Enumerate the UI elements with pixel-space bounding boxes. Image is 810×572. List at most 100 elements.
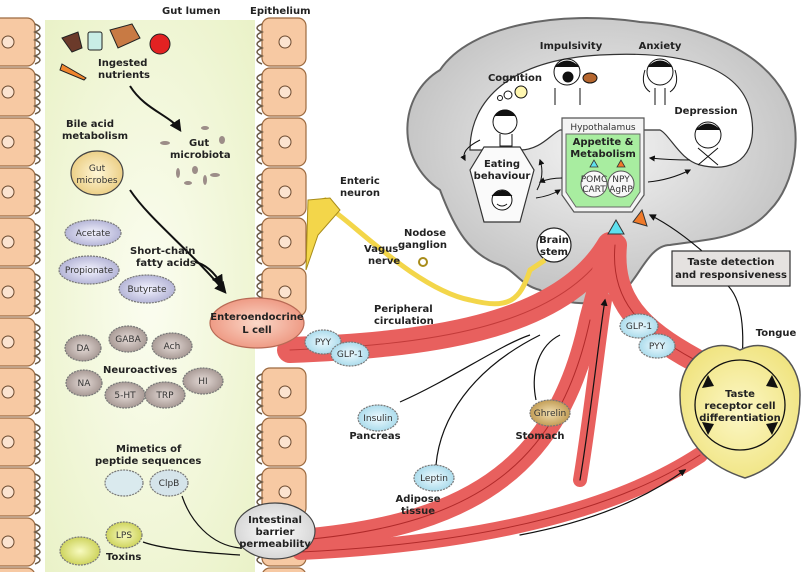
hi-pill-label: HI xyxy=(198,377,207,387)
glp1-pill-tongue-label: GLP-1 xyxy=(626,322,652,332)
taste-detection-label-2: and responsiveness xyxy=(675,270,787,281)
epithelial-cell xyxy=(0,417,41,467)
clpb-pill-label: ClpB xyxy=(159,479,180,489)
ghrelin-pill: Ghrelin xyxy=(529,399,571,427)
arrow-hypothalamus-eating xyxy=(538,177,563,184)
mimetics-label-1: Mimetics of xyxy=(116,444,182,455)
bread-icon xyxy=(109,23,141,49)
insulin-connector xyxy=(399,334,531,403)
eating-behaviour-label-1: Eating xyxy=(484,159,520,170)
blood-vessels xyxy=(277,232,708,560)
toxins-label: Toxins xyxy=(106,552,141,563)
da-pill-label: DA xyxy=(77,344,91,354)
5ht-pill-label: 5-HT xyxy=(114,391,136,401)
tongue-label: Tongue xyxy=(756,328,797,339)
taste-receptor-label-3: differentiation xyxy=(699,413,780,424)
epithelial-cell xyxy=(0,217,41,267)
leptin-pill-label: Leptin xyxy=(420,474,448,484)
insulin-pill: Insulin xyxy=(357,404,399,432)
epithelial-cell xyxy=(256,17,307,67)
neuroactives-label: Neuroactives xyxy=(103,365,177,376)
appetite-label-2: Metabolism xyxy=(570,149,636,160)
epithelium-left xyxy=(0,17,41,572)
peripheral-circulation-label-2: circulation xyxy=(374,316,434,327)
npy-triangle-icon xyxy=(616,159,626,168)
propionate-pill-label: Propionate xyxy=(65,266,114,276)
clpb-pill: ClpB xyxy=(149,469,189,497)
agrp-label: AgRP xyxy=(609,185,633,195)
gut-microbes-label-2: microbes xyxy=(76,176,117,186)
epithelial-cell xyxy=(0,117,41,167)
epithelial-cell xyxy=(0,317,41,367)
ingested-nutrients-icons xyxy=(59,23,171,81)
epithelial-cell xyxy=(262,567,306,572)
enteric-neuron-icon xyxy=(305,197,341,271)
taste-cycle-ring xyxy=(694,359,786,451)
cyan-signal-triangle-icon xyxy=(607,218,625,235)
propionate-pill: Propionate xyxy=(58,255,120,285)
nodose-ganglion-icon xyxy=(418,257,428,267)
clpb-connector xyxy=(181,495,241,549)
epithelial-cell xyxy=(256,217,307,267)
arrow-depression-hypothalamus xyxy=(648,155,691,162)
arrow-cognition-eating xyxy=(460,139,481,162)
bile-acid-label-2: metabolism xyxy=(62,131,128,142)
eating-figure-icon xyxy=(491,189,513,211)
trp-pill: TRP xyxy=(144,381,186,409)
glp1-pill-gut-label: GLP-1 xyxy=(337,350,363,360)
epithelial-cell xyxy=(0,167,41,217)
arrow-eating-cognition xyxy=(536,158,545,191)
depression-label: Depression xyxy=(674,106,737,117)
impulsivity-label: Impulsivity xyxy=(540,41,603,52)
butyrate-pill: Butyrate xyxy=(118,274,176,304)
toxin-pill xyxy=(59,536,101,566)
gaba-pill: GABA xyxy=(108,325,148,353)
nodose-ganglion-label-2: ganglion xyxy=(398,240,447,251)
enteric-neuron-label-1: Enteric xyxy=(340,176,380,187)
gut-microbiota-label-2: microbiota xyxy=(170,150,231,161)
gut-lumen-label: Gut lumen xyxy=(162,6,220,17)
pyy-pill-gut: PYY xyxy=(304,329,342,355)
lps-pill: LPS xyxy=(105,521,143,549)
epithelial-cell xyxy=(0,467,41,517)
cart-label: CART xyxy=(582,185,606,195)
taste-detection-box xyxy=(671,250,791,287)
pancreas-label: Pancreas xyxy=(349,431,400,442)
leptin-connector xyxy=(435,334,541,466)
brain: Hypothalamus Appetite & Metabolism POMC … xyxy=(406,17,797,305)
pomc-triangle-icon xyxy=(589,159,599,168)
appetite-label-1: Appetite & xyxy=(573,137,634,148)
apple-icon xyxy=(149,33,171,55)
arrow-eating-hypothalamus xyxy=(535,189,562,199)
ach-pill: Ach xyxy=(151,332,193,360)
taste-cycle-arrows xyxy=(702,375,778,435)
gut-microbes-label-1: Gut xyxy=(89,164,106,174)
bile-acid-label-1: Bile acid xyxy=(66,119,114,130)
pyy-pill-tongue-label: PYY xyxy=(649,342,666,352)
brain-stem-circle xyxy=(536,227,572,263)
carrot-icon xyxy=(59,63,87,81)
epithelial-cell xyxy=(0,267,41,317)
l-cell-label-1: Enteroendocrine xyxy=(210,312,304,323)
l-cell-label-2: L cell xyxy=(242,325,271,336)
na-pill: NA xyxy=(65,369,103,397)
vagus-nerve xyxy=(309,197,547,307)
ingested-nutrients-label-1: Ingested xyxy=(98,58,147,69)
acetate-pill-label: Acetate xyxy=(76,229,111,239)
depression-figure-icon xyxy=(694,121,722,166)
ghrelin-pill-label: Ghrelin xyxy=(534,409,566,419)
anxiety-figure-icon xyxy=(642,58,678,105)
eating-behaviour-hexagon xyxy=(469,146,535,223)
ingested-nutrients-label-2: nutrients xyxy=(98,70,150,81)
lps-connector xyxy=(142,541,241,556)
nutrients-to-microbiota-arrow xyxy=(129,85,182,132)
cognition-label: Cognition xyxy=(488,73,542,84)
epithelial-cell xyxy=(256,417,307,467)
adipose-label-2: tissue xyxy=(401,506,435,517)
taste-detection-label-1: Taste detection xyxy=(688,257,775,268)
intestinal-barrier-node xyxy=(234,502,316,560)
scfa-arrow xyxy=(194,261,224,288)
epithelial-cell xyxy=(256,167,307,217)
pyy-pill-gut-label: PYY xyxy=(315,338,332,348)
epithelial-cell xyxy=(0,17,41,67)
